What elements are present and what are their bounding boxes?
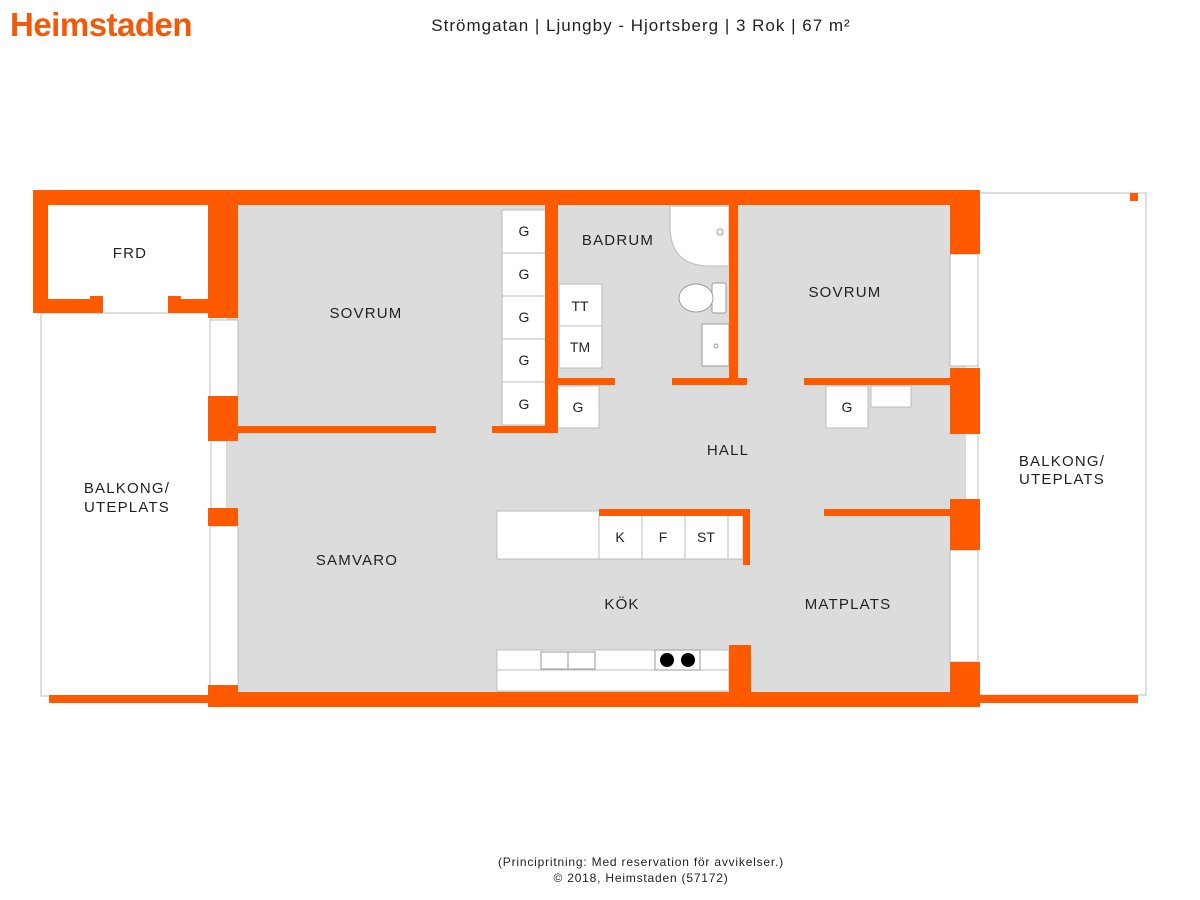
room-label-balkong-left: BALKONG/ [84, 480, 170, 497]
kitchen-island [496, 510, 744, 560]
fridge-label: K [615, 529, 625, 545]
bath-cabinet [556, 385, 600, 429]
cabinet-g: G [519, 223, 530, 239]
sink-icon [701, 323, 730, 367]
room-label-uteplats-right: UTEPLATS [1019, 471, 1105, 488]
window-right-upper [949, 253, 979, 367]
tumble-dryer-label: TT [571, 298, 589, 314]
stove-burner-icon [681, 653, 695, 667]
stove-cabinet-label: ST [697, 529, 715, 545]
window-right-lower [949, 549, 979, 663]
room-label-balkong-right: BALKONG/ [1019, 453, 1105, 470]
stove-burner-icon [660, 653, 674, 667]
room-label-matplats: MATPLATS [805, 596, 892, 613]
hall-cabinet [825, 385, 869, 429]
property-title: Strömgatan | Ljungby - Hjortsberg | 3 Ro… [431, 16, 851, 35]
cabinet-g: G [519, 352, 530, 368]
cabinet-g: G [519, 266, 530, 282]
frd-floor [48, 205, 208, 300]
cabinet-g: G [573, 399, 584, 415]
brand-logo: Heimstaden [10, 6, 193, 43]
room-label-hall: HALL [707, 442, 749, 459]
washing-machine-label: TM [570, 339, 590, 355]
room-label-sovrum-right: SOVRUM [808, 284, 881, 301]
footer-note: (Principritning: Med reservation för avv… [0, 854, 1200, 886]
freezer-label: F [659, 529, 668, 545]
room-label-sovrum-left: SOVRUM [329, 305, 402, 322]
window-left-lower [209, 525, 239, 687]
room-label-frd: FRD [113, 245, 147, 262]
room-label-badrum: BADRUM [582, 232, 654, 249]
cabinet-g: G [519, 309, 530, 325]
window-left-upper [209, 319, 239, 399]
hall-shelf [870, 385, 912, 408]
washer-dryer-stack [558, 283, 603, 369]
cabinet-g: G [519, 396, 530, 412]
wardrobe-column [501, 209, 547, 426]
apartment-floor [226, 200, 966, 695]
kitchen-counter [496, 649, 730, 692]
shower-icon [669, 205, 730, 267]
walls [33, 190, 1138, 707]
disclaimer-text: (Principritning: Med reservation för avv… [498, 855, 784, 869]
room-label-kok: KÖK [604, 595, 639, 613]
toilet-icon [678, 282, 727, 314]
copyright-text: © 2018, Heimstaden (57172) [553, 871, 729, 885]
room-label-uteplats-left: UTEPLATS [84, 499, 170, 516]
cabinet-g: G [842, 399, 853, 415]
balcony-right [977, 192, 1147, 696]
room-label-samvaro: SAMVARO [316, 552, 398, 569]
balcony-left [40, 312, 212, 697]
